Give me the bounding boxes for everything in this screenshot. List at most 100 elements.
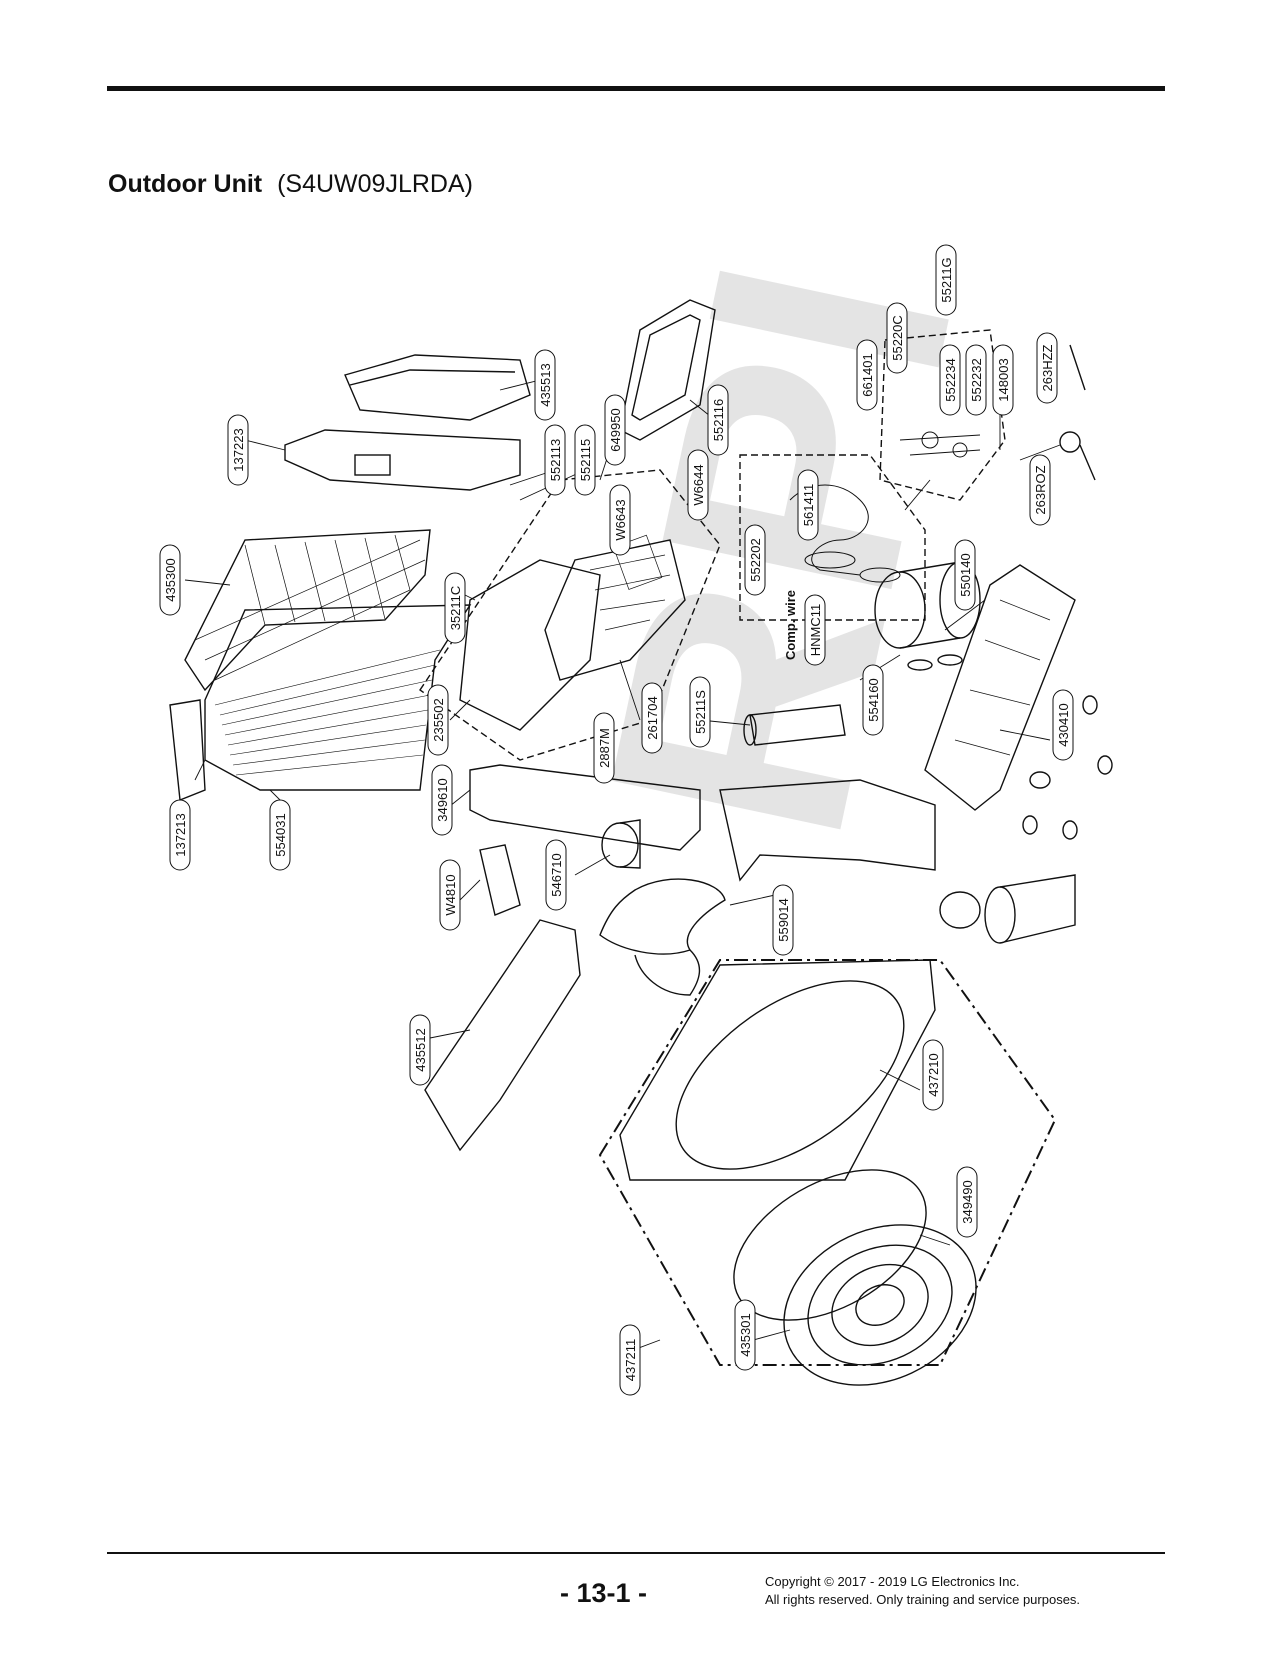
svg-text:349490: 349490: [960, 1180, 975, 1223]
label-137223: 137223: [227, 414, 249, 486]
label-137213: 137213: [169, 799, 191, 871]
svg-text:561411: 561411: [801, 484, 816, 526]
pcb-assembly: [544, 539, 686, 681]
wire-bracket-w4810: [479, 844, 521, 916]
label-552202: 552202: [744, 524, 766, 596]
sensor-263roz: [1059, 431, 1081, 453]
label-559014: 559014: [772, 884, 794, 956]
label-649950: 649950: [604, 394, 626, 466]
page-number: - 13-1 -: [560, 1578, 648, 1608]
label-661401: 661401: [856, 339, 878, 411]
label-55220c: 55220C: [886, 302, 908, 374]
svg-text:546710: 546710: [549, 853, 564, 896]
label-263hzz: 263HZZ: [1036, 332, 1058, 404]
label-comp-wire: Comp. wire: [783, 590, 798, 660]
label-550140: 550140: [954, 539, 976, 611]
svg-text:HNMC11: HNMC11: [808, 604, 823, 657]
label-552232: 552232: [965, 344, 987, 416]
label-235502: 235502: [427, 684, 449, 756]
side-panel-part: [284, 429, 521, 491]
svg-text:552115: 552115: [578, 439, 593, 481]
label-435513: 435513: [534, 349, 556, 421]
label-552234: 552234: [939, 344, 961, 416]
cover-plate-part: [619, 299, 716, 441]
label-hnmc11: HNMC11: [804, 594, 826, 666]
front-panel: [619, 959, 936, 1181]
svg-text:261704: 261704: [645, 696, 660, 739]
svg-text:148003: 148003: [996, 358, 1011, 401]
svg-text:649950: 649950: [608, 408, 623, 451]
header-rule: [107, 86, 1165, 91]
title-model: (S4UW09JLRDA): [277, 170, 473, 198]
condenser-grille: [184, 529, 431, 692]
control-box: [459, 559, 601, 731]
svg-text:W4810: W4810: [443, 874, 458, 915]
control-group-outline: [419, 469, 721, 761]
cylinder-part: [939, 874, 1076, 944]
svg-text:552234: 552234: [943, 358, 958, 401]
footer-rule: [107, 1552, 1165, 1554]
motor-bracket: [469, 764, 701, 851]
svg-text:554160: 554160: [866, 678, 881, 721]
label-430410: 430410: [1052, 689, 1074, 761]
svg-text:137213: 137213: [173, 813, 188, 856]
label-435301: 435301: [734, 1299, 756, 1371]
svg-text:435300: 435300: [163, 558, 178, 601]
svg-text:Comp. wire: Comp. wire: [783, 590, 798, 660]
label-148003: 148003: [992, 344, 1014, 416]
label-561411: 561411: [797, 469, 819, 541]
base-pan: [924, 564, 1076, 811]
svg-text:661401: 661401: [860, 353, 875, 396]
svg-text:552113: 552113: [548, 439, 563, 481]
left-side-panel: [169, 699, 206, 801]
svg-text:552116: 552116: [711, 399, 726, 441]
label-w4810: W4810: [439, 859, 461, 931]
svg-text:435513: 435513: [538, 363, 553, 406]
label-435512: 435512: [409, 1014, 431, 1086]
label-552115: 552115: [574, 424, 596, 496]
parts-drawing: [169, 299, 1113, 1386]
svg-text:437210: 437210: [926, 1053, 941, 1096]
svg-text:559014: 559014: [776, 898, 791, 941]
fan-motor: [601, 819, 641, 869]
label-349610: 349610: [431, 764, 453, 836]
svg-text:2887M: 2887M: [597, 728, 612, 768]
label-552116: 552116: [707, 384, 729, 456]
label-552113: 552113: [544, 424, 566, 496]
partition-panel: [719, 779, 936, 882]
svg-text:554031: 554031: [273, 813, 288, 856]
svg-text:437211: 437211: [623, 1339, 638, 1381]
svg-text:349610: 349610: [435, 778, 450, 821]
front-panel-opening: [675, 980, 905, 1170]
propeller-fan: [599, 878, 726, 955]
label-55211g: 55211G: [935, 244, 957, 316]
svg-text:552232: 552232: [969, 358, 984, 401]
svg-text:137223: 137223: [231, 428, 246, 471]
svg-text:55211G: 55211G: [939, 257, 954, 302]
title-main: Outdoor Unit: [108, 170, 263, 198]
cabinet-side: [424, 919, 581, 1152]
sensor-263hzz: [1069, 344, 1086, 391]
svg-text:55220C: 55220C: [890, 315, 905, 361]
copyright: Copyright © 2017 - 2019 LG Electronics I…: [765, 1573, 1080, 1609]
label-435300: 435300: [159, 544, 181, 616]
svg-text:W6643: W6643: [613, 499, 628, 540]
svg-text:550140: 550140: [958, 553, 973, 596]
label-55211s: 55211S: [689, 676, 711, 748]
label-437210: 437210: [922, 1039, 944, 1111]
copyright-line-2: All rights reserved. Only training and s…: [765, 1592, 1081, 1607]
label-546710: 546710: [545, 839, 567, 911]
svg-text:263ROZ: 263ROZ: [1033, 465, 1048, 514]
part-labels: 435513 137223 552113 552115 649950 55211…: [159, 244, 1074, 1396]
label-437211: 437211: [619, 1324, 641, 1396]
front-grille-outline: [598, 959, 1057, 1366]
label-554031: 554031: [269, 799, 291, 871]
copyright-line-1: Copyright © 2017 - 2019 LG Electronics I…: [765, 1574, 1020, 1589]
piping-group-outline: [739, 454, 926, 621]
svg-text:W6644: W6644: [691, 464, 706, 505]
label-w6644: W6644: [687, 449, 709, 521]
label-349490: 349490: [956, 1166, 978, 1238]
page-title: Outdoor Unit (S4UW09JLRDA): [108, 170, 473, 199]
compressor: [874, 561, 981, 671]
